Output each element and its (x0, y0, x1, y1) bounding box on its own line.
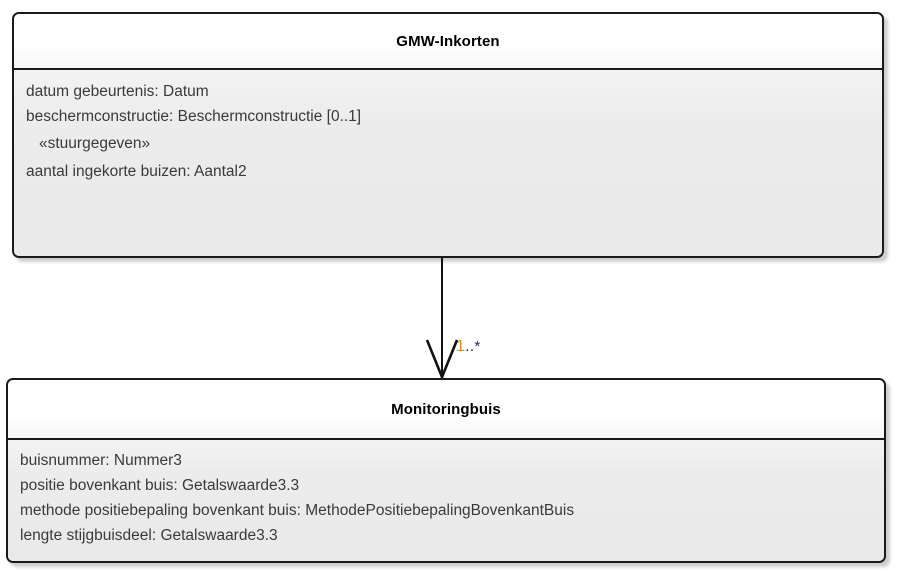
uml-class-monitoringbuis[interactable]: Monitoringbuis buisnummer: Nummer3 posit… (6, 378, 886, 563)
uml-attribute: aantal ingekorte buizen: Aantal2 (26, 163, 247, 180)
uml-class-gmw-inkorten[interactable]: GMW-Inkorten datum gebeurtenis: Datum be… (12, 12, 884, 258)
uml-attribute: datum gebeurtenis: Datum (26, 83, 209, 100)
association-arrowhead-icon (425, 339, 459, 381)
association-connector-line[interactable] (441, 258, 443, 378)
uml-class-header-monitoringbuis: Monitoringbuis (8, 380, 884, 440)
uml-attribute: lengte stijgbuisdeel: Getalswaarde3.3 (20, 527, 278, 544)
multiplicity-upper-bound: * (474, 338, 481, 355)
uml-class-title-monitoringbuis: Monitoringbuis (391, 400, 501, 418)
multiplicity-separator: .. (465, 338, 475, 355)
uml-stereotype-label: «stuurgegeven» (39, 135, 151, 152)
association-multiplicity-label: 1..* (456, 339, 480, 355)
uml-attribute: positie bovenkant buis: Getalswaarde3.3 (20, 477, 300, 494)
uml-attribute-compartment-monitoringbuis: buisnummer: Nummer3 positie bovenkant bu… (8, 440, 884, 561)
uml-attribute: beschermconstructie: Beschermconstructie… (26, 108, 362, 125)
uml-attribute: buisnummer: Nummer3 (20, 452, 182, 469)
uml-attribute: methode positiebepaling bovenkant buis: … (20, 502, 575, 519)
multiplicity-lower-bound: 1 (456, 338, 466, 355)
uml-class-header-gmw-inkorten: GMW-Inkorten (14, 14, 882, 70)
uml-class-title-gmw-inkorten: GMW-Inkorten (396, 32, 500, 50)
uml-attribute-compartment-gmw-inkorten: datum gebeurtenis: Datum beschermconstru… (14, 70, 882, 256)
